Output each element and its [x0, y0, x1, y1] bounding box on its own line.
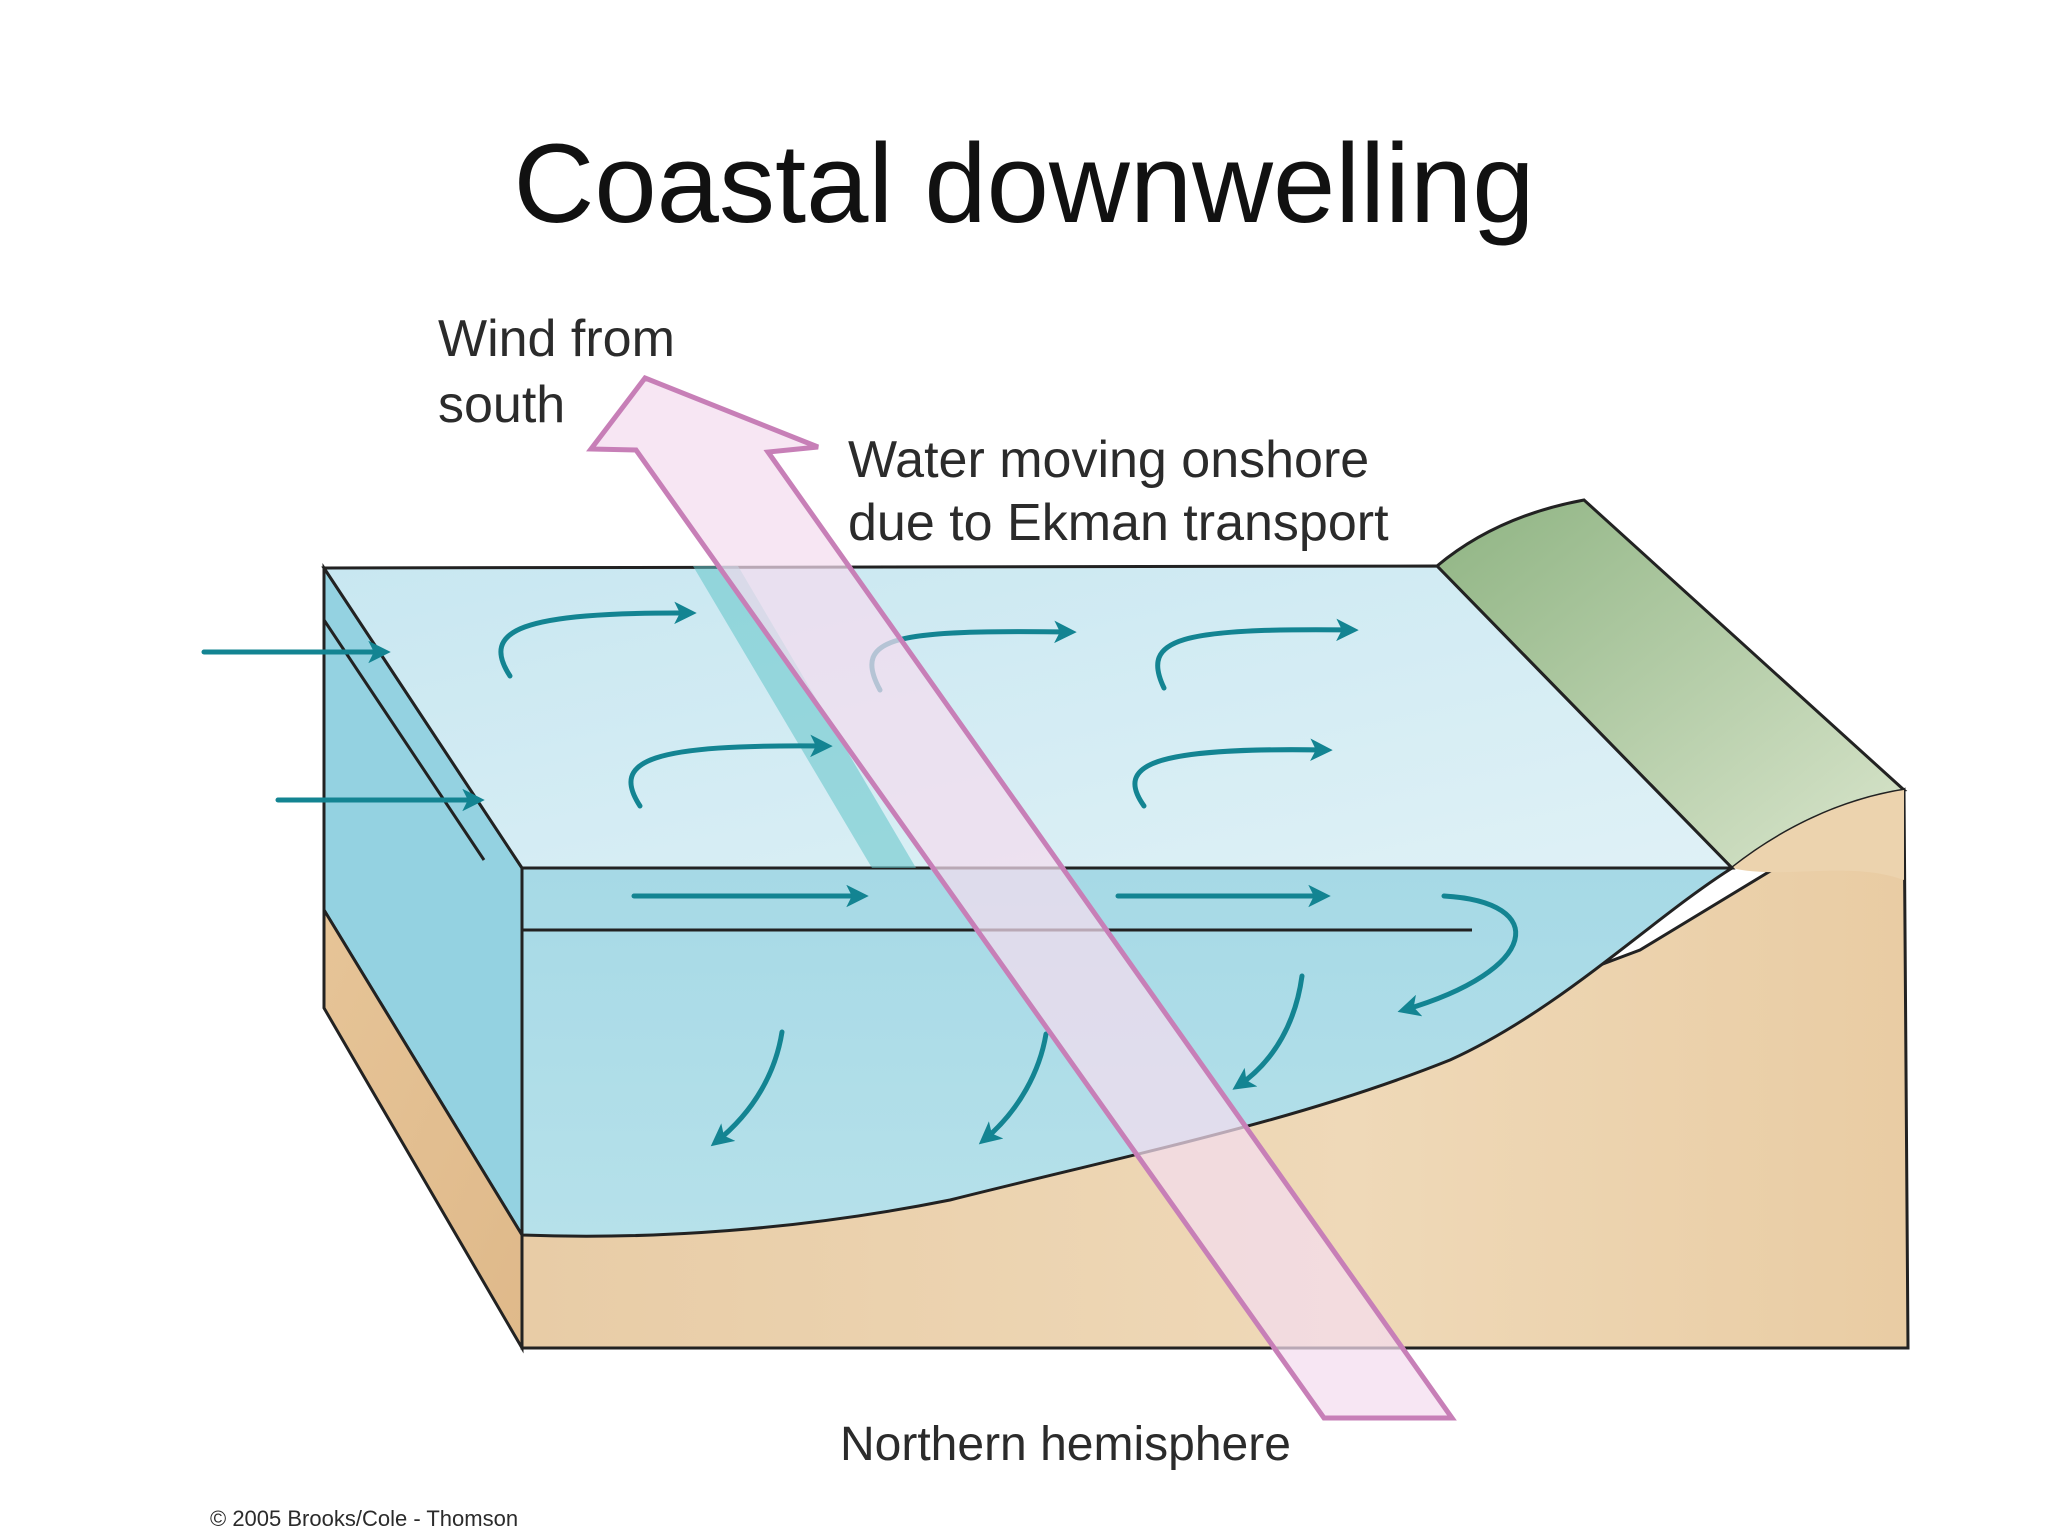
teal-arrow-icon — [628, 734, 833, 809]
water-label-line1: Water moving onshore — [848, 431, 1369, 489]
wind-label-line1: Wind from — [438, 310, 675, 368]
wind-label-line2: south — [438, 376, 565, 434]
teal-arrow-icon — [1397, 893, 1519, 1017]
teal-arrow-icon — [1132, 738, 1333, 809]
teal-arrow-icon — [1155, 618, 1359, 691]
teal-arrow-icon — [978, 1031, 1049, 1145]
teal-arrow-icon — [710, 1029, 785, 1147]
copyright-label: © 2005 Brooks/Cole - Thomson — [210, 1506, 518, 1531]
hemisphere-label: Northern hemisphere — [840, 1418, 1291, 1471]
labels: Wind from south Water moving onshore due… — [210, 310, 1389, 1531]
teal-arrow-icon — [1232, 973, 1305, 1090]
wind-arrow — [586, 374, 1457, 1421]
slide-title: Coastal downwelling — [513, 121, 1535, 246]
water-label-line2: due to Ekman transport — [848, 494, 1389, 552]
teal-arrow-icon — [498, 601, 697, 679]
water-top-surface — [321, 564, 1736, 870]
coast-land — [1434, 498, 1908, 880]
large-pink-arrow-icon — [586, 374, 1457, 1421]
